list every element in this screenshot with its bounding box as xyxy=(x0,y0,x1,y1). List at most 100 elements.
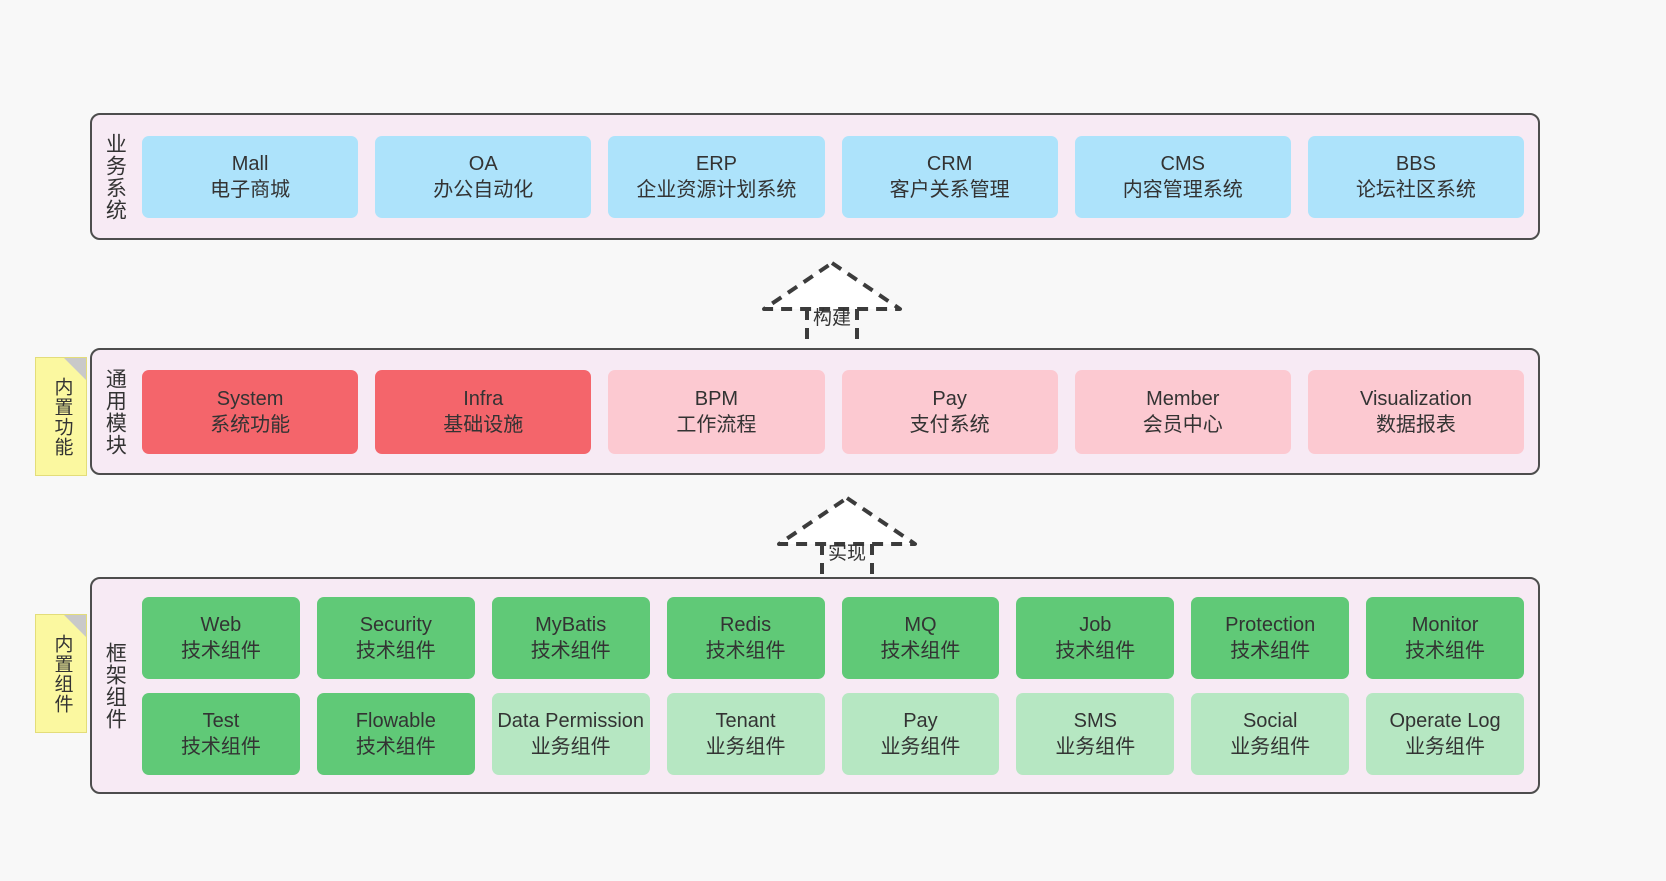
card-subtitle: 电子商城 xyxy=(210,178,291,201)
card-subtitle: 技术组件 xyxy=(530,639,611,662)
card-title: OA xyxy=(468,152,498,175)
note-builtin-component-text: 内置组件 xyxy=(51,633,73,714)
note-builtin-component: 内置组件 xyxy=(35,614,87,733)
card-subtitle: 技术组件 xyxy=(355,639,436,662)
card-visualization[interactable]: Visualization 数据报表 xyxy=(1307,369,1525,454)
card-mybatis[interactable]: MyBatis 技术组件 xyxy=(491,596,650,679)
card-subtitle: 系统功能 xyxy=(210,413,291,436)
card-title: Redis xyxy=(719,613,772,636)
card-subtitle: 内容管理系统 xyxy=(1122,178,1243,201)
card-title: Mall xyxy=(231,152,269,175)
card-subtitle: 数据报表 xyxy=(1375,413,1456,436)
card-subtitle: 技术组件 xyxy=(1405,639,1486,662)
card-title: SMS xyxy=(1073,709,1117,732)
card-subtitle: 办公自动化 xyxy=(433,178,534,201)
card-subtitle: 业务组件 xyxy=(1055,735,1136,758)
card-security[interactable]: Security 技术组件 xyxy=(316,596,475,679)
card-flowable[interactable]: Flowable 技术组件 xyxy=(316,692,475,775)
card-pay[interactable]: Pay 业务组件 xyxy=(841,692,1000,775)
card-member[interactable]: Member 会员中心 xyxy=(1074,369,1291,454)
card-bpm[interactable]: BPM 工作流程 xyxy=(608,369,825,454)
card-infra[interactable]: Infra 基础设施 xyxy=(375,369,592,454)
connector-implement-arrow xyxy=(777,496,917,580)
card-subtitle: 工作流程 xyxy=(676,413,757,436)
card-subtitle: 业务组件 xyxy=(880,735,961,758)
layer-business-system-label: 业务系统 xyxy=(103,132,127,221)
card-oa[interactable]: OA 办公自动化 xyxy=(375,135,592,218)
card-subtitle: 业务组件 xyxy=(530,735,611,758)
card-subtitle: 技术组件 xyxy=(1055,639,1136,662)
card-title: Operate Log xyxy=(1389,709,1501,732)
card-title: BPM xyxy=(694,387,739,410)
card-title: BBS xyxy=(1395,152,1436,175)
card-mall[interactable]: Mall 电子商城 xyxy=(142,135,359,218)
card-title: Social xyxy=(1242,709,1298,732)
card-subtitle: 业务组件 xyxy=(1405,735,1486,758)
card-subtitle: 业务组件 xyxy=(1230,735,1311,758)
card-subtitle: 技术组件 xyxy=(1230,639,1311,662)
card-title: Pay xyxy=(932,387,967,410)
card-subtitle: 技术组件 xyxy=(880,639,961,662)
card-title: Visualization xyxy=(1359,387,1472,410)
card-title: System xyxy=(216,387,284,410)
card-title: Infra xyxy=(463,387,504,410)
card-title: MQ xyxy=(904,613,937,636)
card-title: Protection xyxy=(1225,613,1316,636)
card-sms[interactable]: SMS 业务组件 xyxy=(1016,692,1175,775)
card-title: Job xyxy=(1079,613,1112,636)
card-crm[interactable]: CRM 客户关系管理 xyxy=(841,135,1058,218)
card-title: Security xyxy=(359,613,432,636)
card-subtitle: 技术组件 xyxy=(705,639,786,662)
note-builtin-function: 内置功能 xyxy=(35,357,87,476)
card-system[interactable]: System 系统功能 xyxy=(142,369,359,454)
card-bbs[interactable]: BBS 论坛社区系统 xyxy=(1307,135,1525,218)
card-title: Pay xyxy=(903,709,938,732)
card-subtitle: 基础设施 xyxy=(443,413,524,436)
card-subtitle: 技术组件 xyxy=(355,735,436,758)
card-subtitle: 业务组件 xyxy=(705,735,786,758)
card-subtitle: 客户关系管理 xyxy=(889,178,1010,201)
card-operate-log[interactable]: Operate Log 业务组件 xyxy=(1366,692,1524,775)
card-title: Member xyxy=(1146,387,1220,410)
layer-common-module-label: 通用模块 xyxy=(103,367,127,456)
card-monitor[interactable]: Monitor 技术组件 xyxy=(1366,596,1524,679)
card-subtitle: 技术组件 xyxy=(180,735,261,758)
connector-implement: 实现 xyxy=(767,490,927,580)
connector-build-arrow xyxy=(762,261,902,345)
card-title: Flowable xyxy=(355,709,436,732)
card-title: CRM xyxy=(926,152,973,175)
note-fold-icon xyxy=(64,615,86,637)
card-title: MyBatis xyxy=(535,613,607,636)
card-protection[interactable]: Protection 技术组件 xyxy=(1191,596,1350,679)
card-title: Data Permission xyxy=(497,709,645,732)
card-subtitle: 技术组件 xyxy=(180,639,261,662)
card-web[interactable]: Web 技术组件 xyxy=(142,596,300,679)
card-data-permission[interactable]: Data Permission 业务组件 xyxy=(491,692,650,775)
card-subtitle: 会员中心 xyxy=(1142,413,1223,436)
card-subtitle: 论坛社区系统 xyxy=(1355,178,1476,201)
card-title: Monitor xyxy=(1411,613,1479,636)
card-social[interactable]: Social 业务组件 xyxy=(1191,692,1350,775)
card-title: ERP xyxy=(695,152,737,175)
card-mq[interactable]: MQ 技术组件 xyxy=(841,596,1000,679)
card-title: Web xyxy=(200,613,242,636)
card-job[interactable]: Job 技术组件 xyxy=(1016,596,1175,679)
connector-build: 构建 xyxy=(752,255,912,345)
card-redis[interactable]: Redis 技术组件 xyxy=(666,596,825,679)
